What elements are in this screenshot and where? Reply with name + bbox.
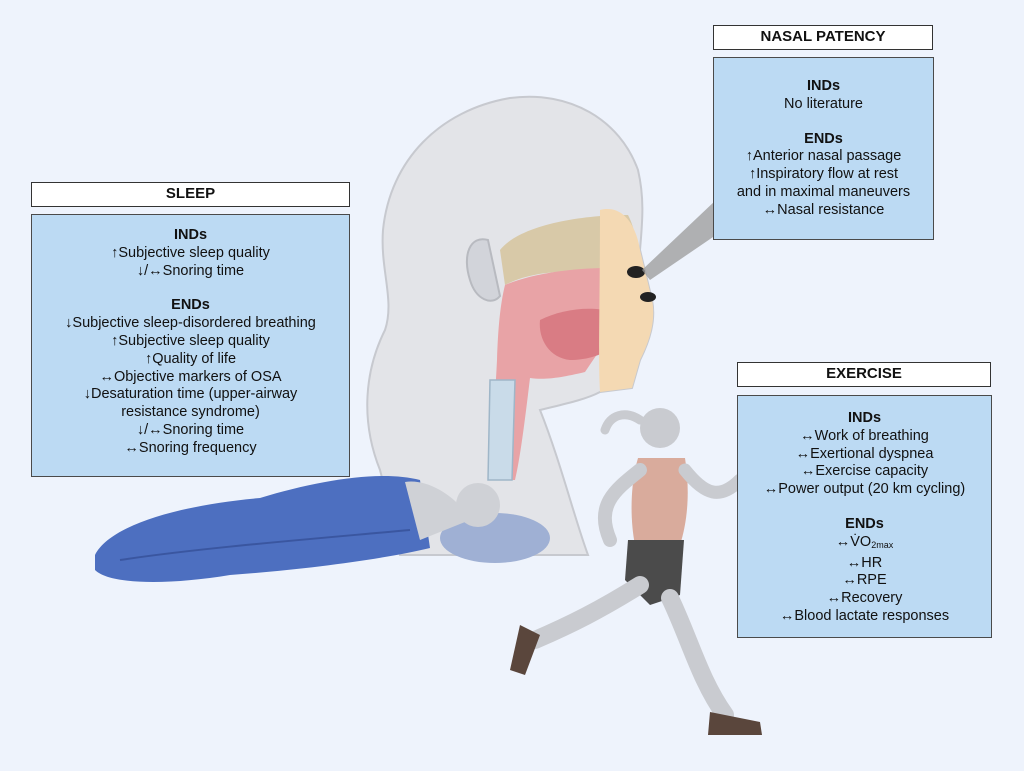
sleeper-arm-shape: [405, 481, 470, 540]
sleep-ends-item: ↓/↔Snoring time: [136, 421, 245, 438]
sleep-ends-item: resistance syndrome): [121, 404, 260, 421]
exercise-inds-item: ↔Work of breathing: [800, 427, 929, 444]
exercise-title: EXERCISE: [737, 362, 991, 387]
nasal-patency-panel: INDs No literature ENDs ↑Anterior nasal …: [713, 57, 934, 240]
sleep-ends-item: ↓Subjective sleep-disordered breathing: [65, 315, 316, 332]
sleep-ends-item: ↓Desaturation time (upper-airway: [83, 386, 298, 403]
sleeper-head-shape: [456, 483, 500, 527]
exercise-inds-heading: INDs: [847, 410, 882, 426]
sleep-ends-item: ↑Subjective sleep quality: [111, 332, 270, 349]
runner-top-shape: [631, 458, 688, 545]
exercise-ends-item: ↔Recovery: [826, 590, 903, 607]
nasal-ends-item: ↔Nasal resistance: [762, 201, 885, 218]
sleep-panel: INDs ↑Subjective sleep quality ↓/↔Snorin…: [31, 214, 350, 477]
sleep-ends-item: ↑Quality of life: [144, 350, 237, 367]
runner-shoe-back: [510, 625, 540, 675]
sleep-inds-heading: INDs: [173, 227, 208, 243]
nasal-ends-item: ↑Anterior nasal passage: [745, 148, 902, 165]
runner-shoe-front: [708, 712, 762, 735]
sleep-title: SLEEP: [31, 182, 350, 207]
exercise-ends-item: ↔Blood lactate responses: [779, 607, 950, 624]
nasal-inds-heading: INDs: [806, 78, 841, 94]
sleep-ends-item: ↔Snoring frequency: [124, 439, 257, 456]
vo2-subscript: 2max: [871, 539, 894, 550]
nasal-inds-item: No literature: [784, 95, 863, 112]
exercise-ends-heading: ENDs: [845, 515, 884, 532]
exercise-inds-item: ↔Exertional dyspnea: [795, 445, 934, 462]
nasal-ends-item: ↑Inspiratory flow at rest: [748, 166, 899, 183]
head-profile-illustration: [366, 95, 716, 556]
exercise-ends-item: ↔RPE: [842, 572, 887, 589]
ear-shape: [465, 238, 502, 302]
exercise-ends-item: ↔HR: [846, 554, 883, 571]
sleep-ends-item: ↔Objective markers of OSA: [99, 368, 282, 385]
nasal-ends-item: and in maximal maneuvers: [736, 183, 911, 200]
vo2-prefix: ↔V̇O: [835, 533, 872, 550]
runner-illustration: [510, 408, 762, 735]
exercise-ends-vo2max: ↔V̇O2max: [738, 534, 991, 555]
callout-beam: [642, 200, 716, 280]
exercise-inds-item: ↔Power output (20 km cycling): [763, 481, 966, 498]
sleeping-person-illustration: [95, 476, 550, 582]
exercise-inds-item: ↔Exercise capacity: [800, 463, 929, 480]
sleep-inds-item: ↑Subjective sleep quality: [111, 244, 270, 261]
trachea-shape: [487, 379, 516, 481]
nasal-ends-heading: ENDs: [804, 130, 843, 147]
face-skin-shape: [599, 209, 654, 392]
blanket-shape: [95, 476, 430, 582]
exercise-panel: INDs ↔Work of breathing ↔Exertional dysp…: [737, 395, 992, 638]
nasal-patency-title: NASAL PATENCY: [713, 25, 933, 50]
sleep-inds-item: ↓/↔Snoring time: [136, 262, 245, 279]
sleep-ends-heading: ENDs: [171, 297, 210, 314]
nasal-dilator-icon: [627, 266, 645, 278]
